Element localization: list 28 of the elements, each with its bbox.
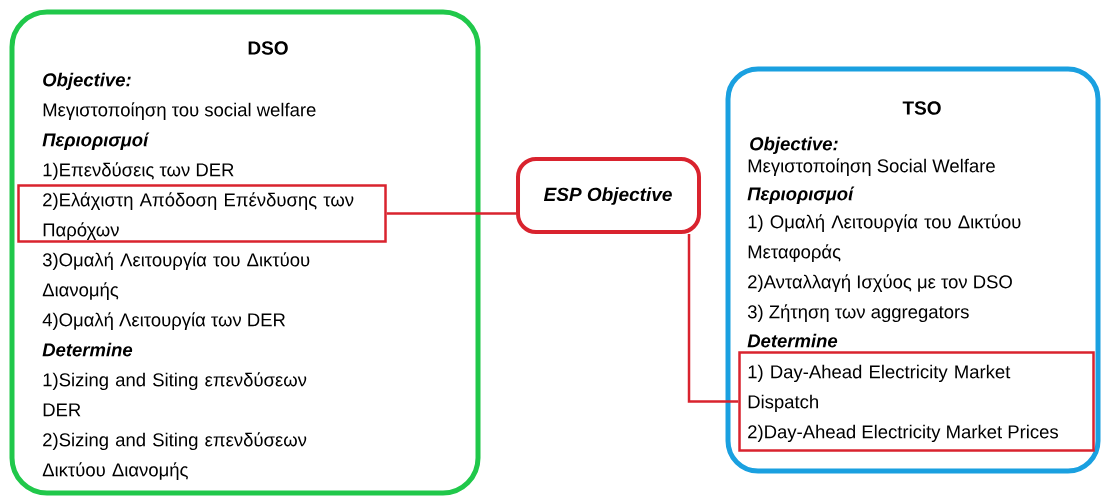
text-line: 4)Ομαλή Λειτουργία των DER	[42, 312, 286, 331]
text-line: 1)Επενδύσεις των DER	[43, 162, 234, 181]
connector-line	[687, 234, 739, 403]
text-line: Μεγιστοποίηση του social welfare	[43, 102, 316, 121]
section-heading: Determine	[747, 333, 838, 348]
highlight-box	[17, 184, 387, 243]
panel-title: TSO	[902, 101, 941, 115]
section-heading: Determine	[42, 342, 133, 357]
highlight-box	[738, 351, 1095, 452]
dso-panel	[9, 9, 481, 496]
text-line: 3)Ομαλή Λειτουργία του Δικτύου Διανομής	[42, 252, 310, 301]
text-line: 1)Sizing and Siting επενδύσεων DER	[43, 372, 307, 417]
text-line: 2)Ανταλλαγή Ισχύος με τον DSO	[748, 274, 1012, 293]
connector-line	[386, 212, 516, 215]
section-heading: Objective:	[43, 72, 131, 91]
text-line: 1) Ομαλή Λειτουργία του Δικτύου Μεταφοράς	[748, 214, 1021, 263]
objective-box	[516, 157, 701, 234]
objective-label: ESP Objective	[543, 187, 672, 205]
section-heading: Objective:	[750, 136, 838, 155]
text-line: 3) Ζήτηση των aggregators	[747, 304, 969, 323]
text-line: 2)Ελάχιστη Απόδοση Επένδυσης των Παρόχων	[43, 192, 354, 241]
text-line: 2)Day-Ahead Electricity Market Prices	[748, 424, 1058, 443]
text-line: 2)Sizing and Siting επενδύσεων Δικτύου Διανομής	[42, 432, 307, 481]
section-heading: Περιορισμοί	[747, 186, 855, 205]
text-line: Μεγιστοποίηση Social Welfare	[748, 158, 995, 177]
text-line: 1) Day-Ahead Electricity Market Dispatch	[748, 364, 1011, 413]
section-heading: Περιορισμοί	[42, 132, 150, 151]
panel-title: DSO	[248, 41, 288, 55]
